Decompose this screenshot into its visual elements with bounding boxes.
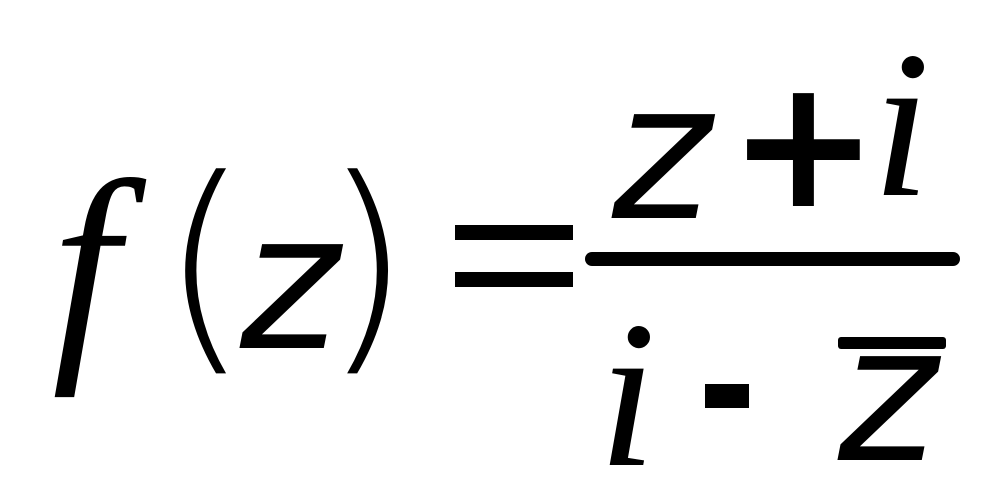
minus-operator xyxy=(705,384,749,408)
equals-bottom-bar xyxy=(455,272,573,287)
argument-variable-z: z xyxy=(240,172,340,393)
right-parenthesis: ) xyxy=(322,131,412,398)
equals-top-bar xyxy=(455,225,573,240)
numerator-variable-z: z xyxy=(612,42,712,263)
conjugate-overline xyxy=(838,337,946,349)
numerator-imaginary-unit-i: i xyxy=(872,9,931,241)
function-symbol-f: f xyxy=(52,132,119,398)
denominator-imaginary-unit-i: i xyxy=(598,279,657,503)
conjugate-variable-z: z xyxy=(838,284,938,503)
fraction-bar xyxy=(585,252,960,266)
plus-operator: + xyxy=(728,40,879,249)
left-parenthesis: ( xyxy=(160,131,250,398)
